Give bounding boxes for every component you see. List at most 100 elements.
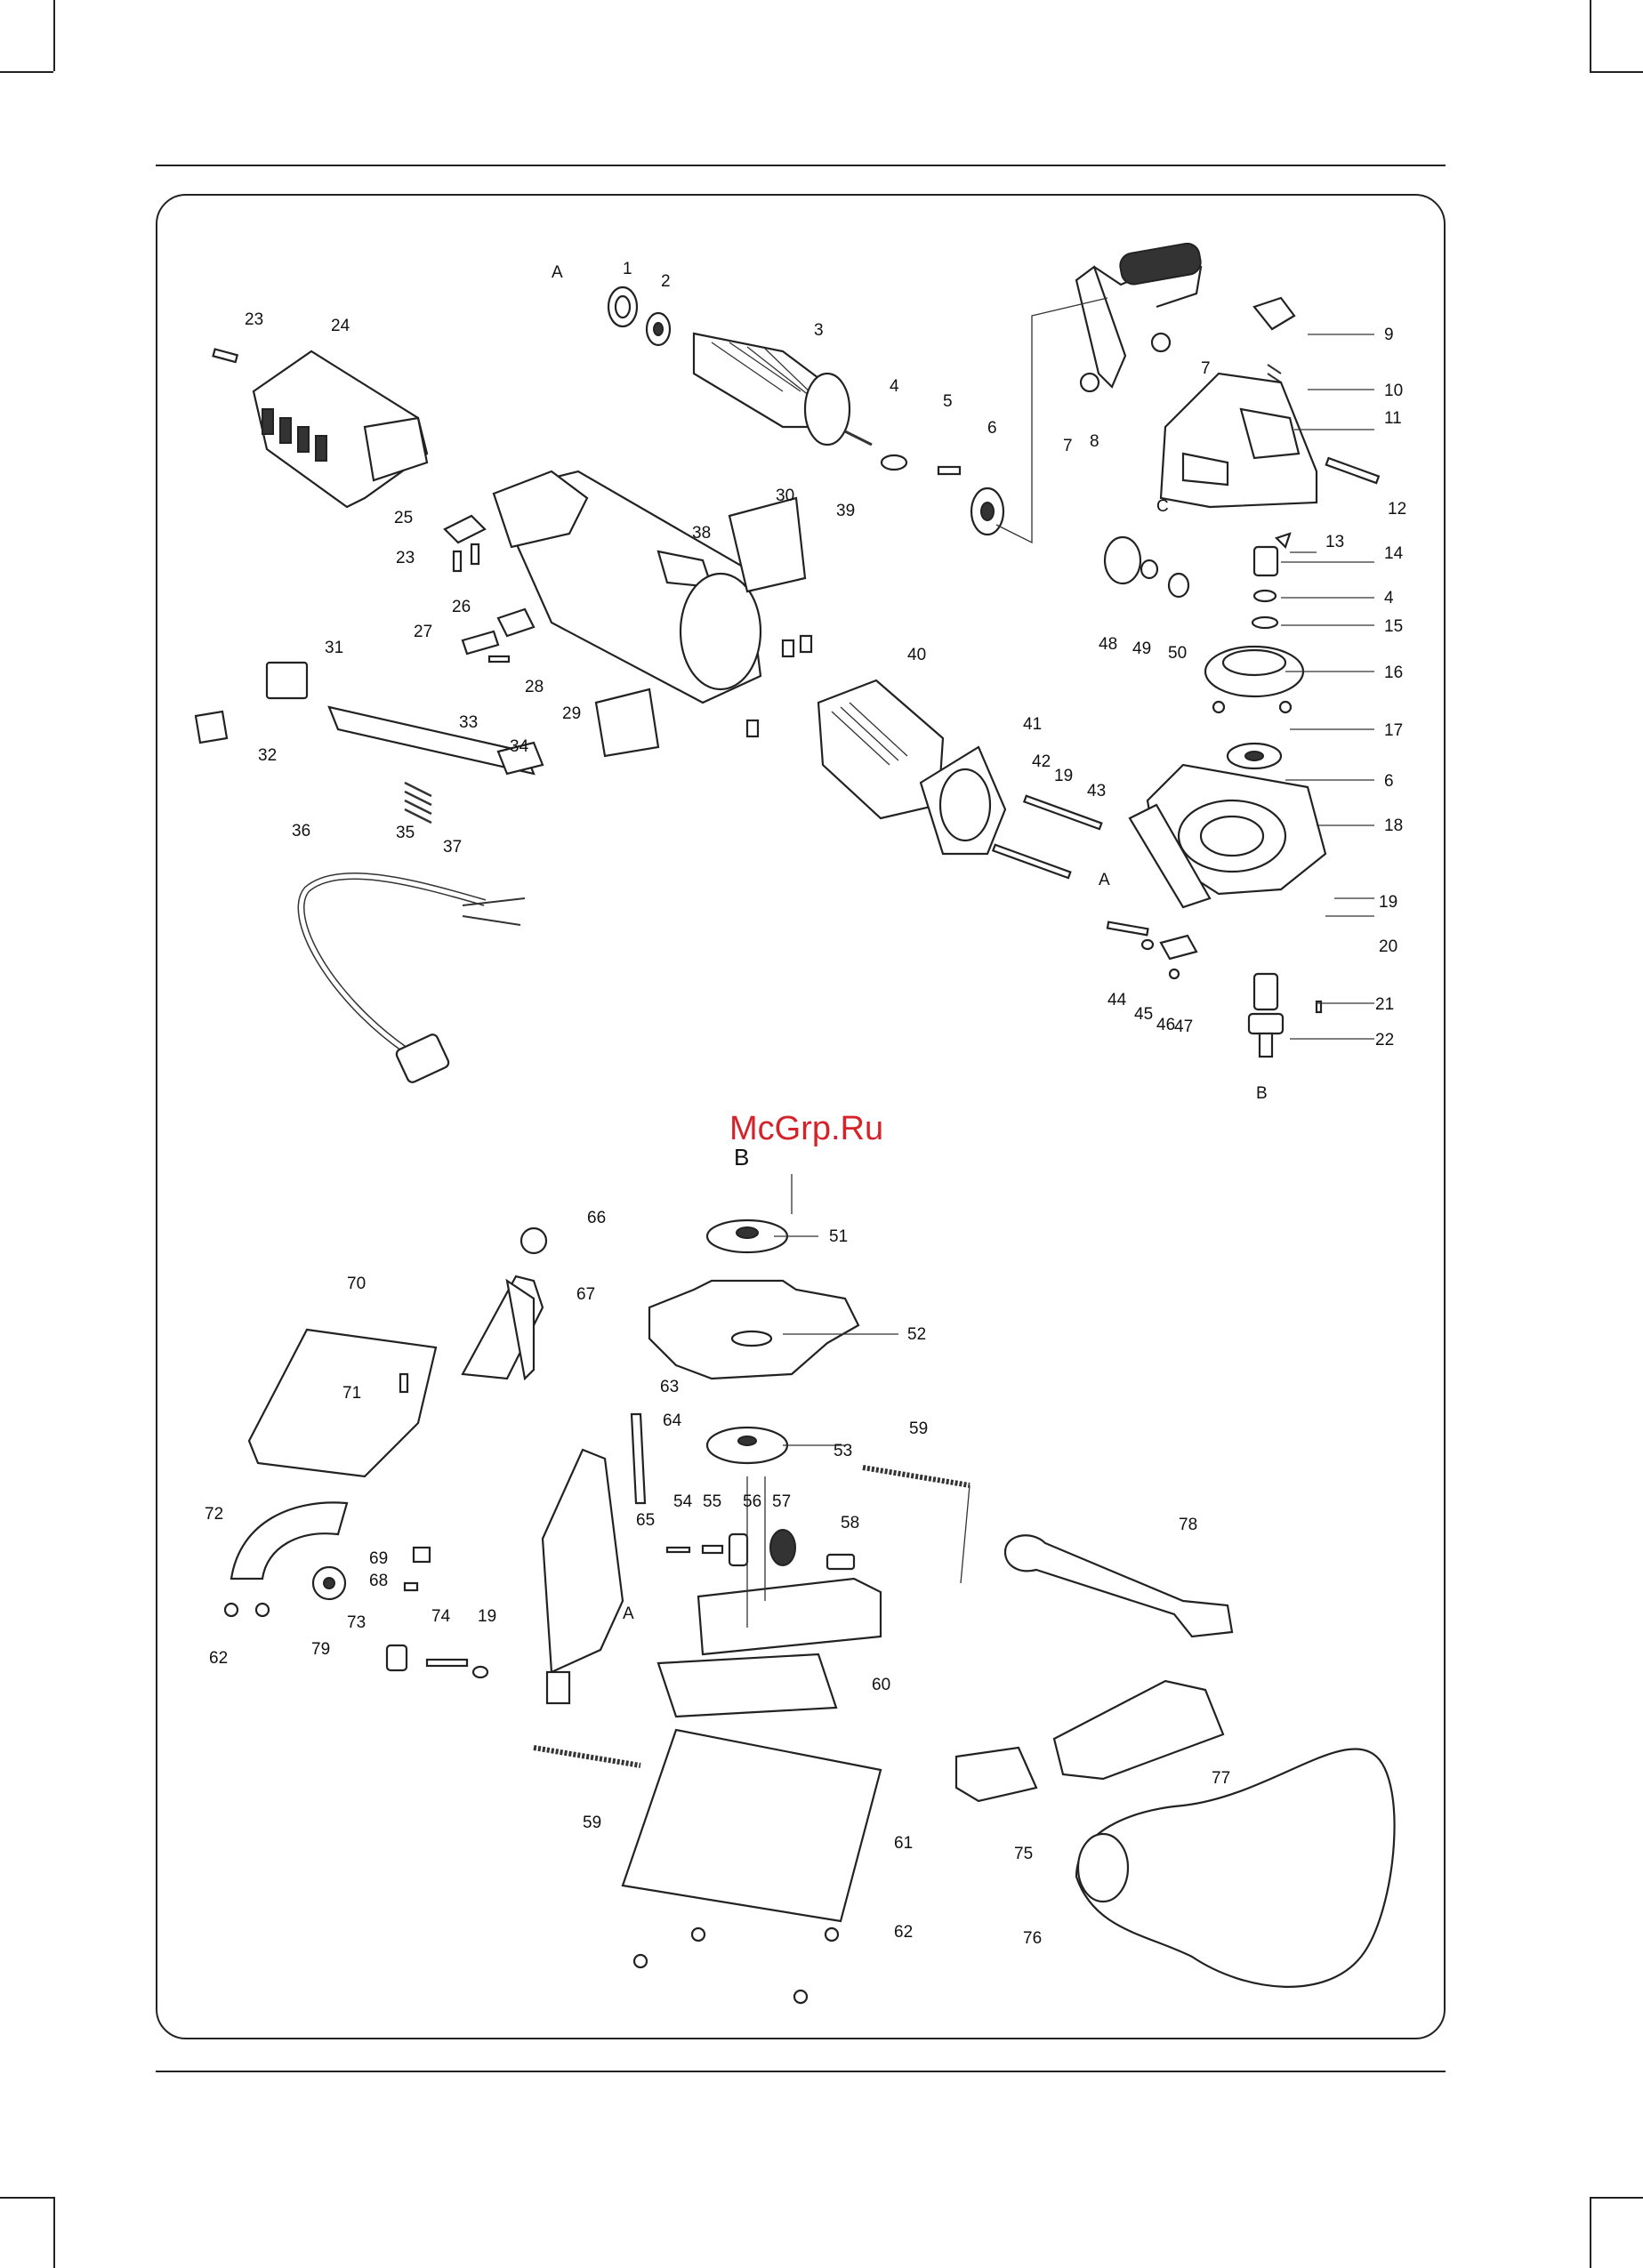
part-label: 26 [452,598,471,616]
part-label: 53 [834,1442,852,1460]
part-label: 52 [907,1325,926,1344]
part-label: 31 [325,639,343,657]
part-screw-set [1107,922,1196,978]
part-label: 61 [894,1834,913,1853]
part-link [632,1414,645,1503]
part-label: 49 [1132,639,1151,658]
part-bearing [608,287,670,345]
part-label: 70 [347,1275,366,1293]
part-label: 20 [1379,937,1397,956]
part-label: 39 [836,502,855,520]
part-rear-cover [254,351,427,507]
part-label: 48 [1099,635,1117,654]
part-label: 75 [1014,1845,1033,1863]
part-label: 62 [894,1923,913,1942]
part-front-fence [543,1450,623,1703]
assembly-mark: B [1256,1084,1268,1103]
part-spindle [1249,974,1321,1057]
part-screw [213,350,238,362]
part-label: 14 [1384,544,1404,563]
part-label: 4 [890,377,899,396]
part-label: 74 [431,1607,451,1626]
part-label: 36 [292,822,310,840]
part-label: 19 [478,1607,496,1626]
part-label: 73 [347,1613,366,1632]
part-inner-flange [707,1428,787,1463]
part-label: 4 [1384,589,1394,607]
part-label: 44 [1107,991,1127,1009]
part-spanner [1005,1535,1232,1637]
part-screw [938,467,960,474]
part-base-housing [1130,765,1325,907]
part-label: 62 [209,1649,228,1668]
part-dust-bag [1076,1749,1395,1986]
part-label: 65 [636,1511,655,1530]
part-label: 42 [1032,752,1051,771]
part-label: 33 [459,713,478,732]
part-label: 71 [342,1384,361,1403]
part-label: 17 [1384,721,1403,740]
part-label: 78 [1179,1516,1197,1534]
part-stop [387,1645,487,1677]
part-switch [196,663,543,823]
part-label: 38 [692,524,711,543]
part-label: 59 [909,1420,928,1438]
part-label: 10 [1384,382,1403,400]
part-label: 57 [772,1492,791,1511]
part-label: 40 [907,646,926,664]
part-height-plate [249,1330,436,1476]
part-label: 47 [1174,1017,1193,1036]
part-pinion [1105,537,1188,597]
assembly-mark: A [623,1604,634,1623]
part-label: 68 [369,1572,388,1590]
part-lock-button [1254,298,1294,391]
part-armature [694,334,872,445]
part-label: 34 [510,737,529,756]
part-label: 23 [396,549,415,567]
part-bearing [971,488,1003,535]
part-label: 77 [1212,1769,1230,1788]
part-label: 67 [576,1285,595,1304]
part-label: 50 [1168,644,1187,663]
part-label: 27 [414,623,432,641]
part-label: 76 [1023,1929,1042,1948]
part-label: 43 [1087,782,1106,800]
part-label: 21 [1375,995,1394,1014]
part-label: 58 [841,1514,859,1532]
watermark-text: McGrp.Ru [729,1110,883,1148]
part-label: 13 [1325,533,1344,551]
part-label: 19 [1379,893,1397,912]
part-label: 1 [623,260,632,278]
part-label: 6 [987,419,997,438]
part-fence-bracket [463,1228,546,1379]
part-depth-adjuster [667,1530,854,1569]
assembly-mark: C [1156,497,1169,516]
part-label: 7 [1201,359,1211,378]
part-label: 6 [1384,772,1394,791]
part-label: 9 [1384,326,1394,344]
part-label: 37 [443,838,462,857]
part-label: 79 [311,1640,330,1659]
part-guide-block [658,1579,881,1717]
part-lock-knob [313,1567,345,1599]
part-gear-stack [1205,534,1303,768]
part-label: 64 [663,1411,682,1430]
part-label: 18 [1384,816,1403,835]
part-label: 29 [562,704,581,723]
part-label: 56 [743,1492,761,1511]
part-gear-housing [1161,374,1317,507]
part-label: 66 [587,1209,606,1227]
part-label: 41 [1023,715,1042,734]
part-label: 22 [1375,1031,1394,1050]
part-label: 5 [943,392,953,411]
part-label: 60 [872,1676,890,1694]
part-clip [405,1548,430,1590]
part-base-plate [623,1730,881,1921]
part-label: 63 [660,1378,679,1396]
part-circlip [882,455,906,470]
part-label: 25 [394,509,413,527]
part-label: 28 [525,678,544,696]
part-label: 51 [829,1227,848,1246]
part-screw [1326,458,1379,483]
part-power-cord [302,876,525,1084]
